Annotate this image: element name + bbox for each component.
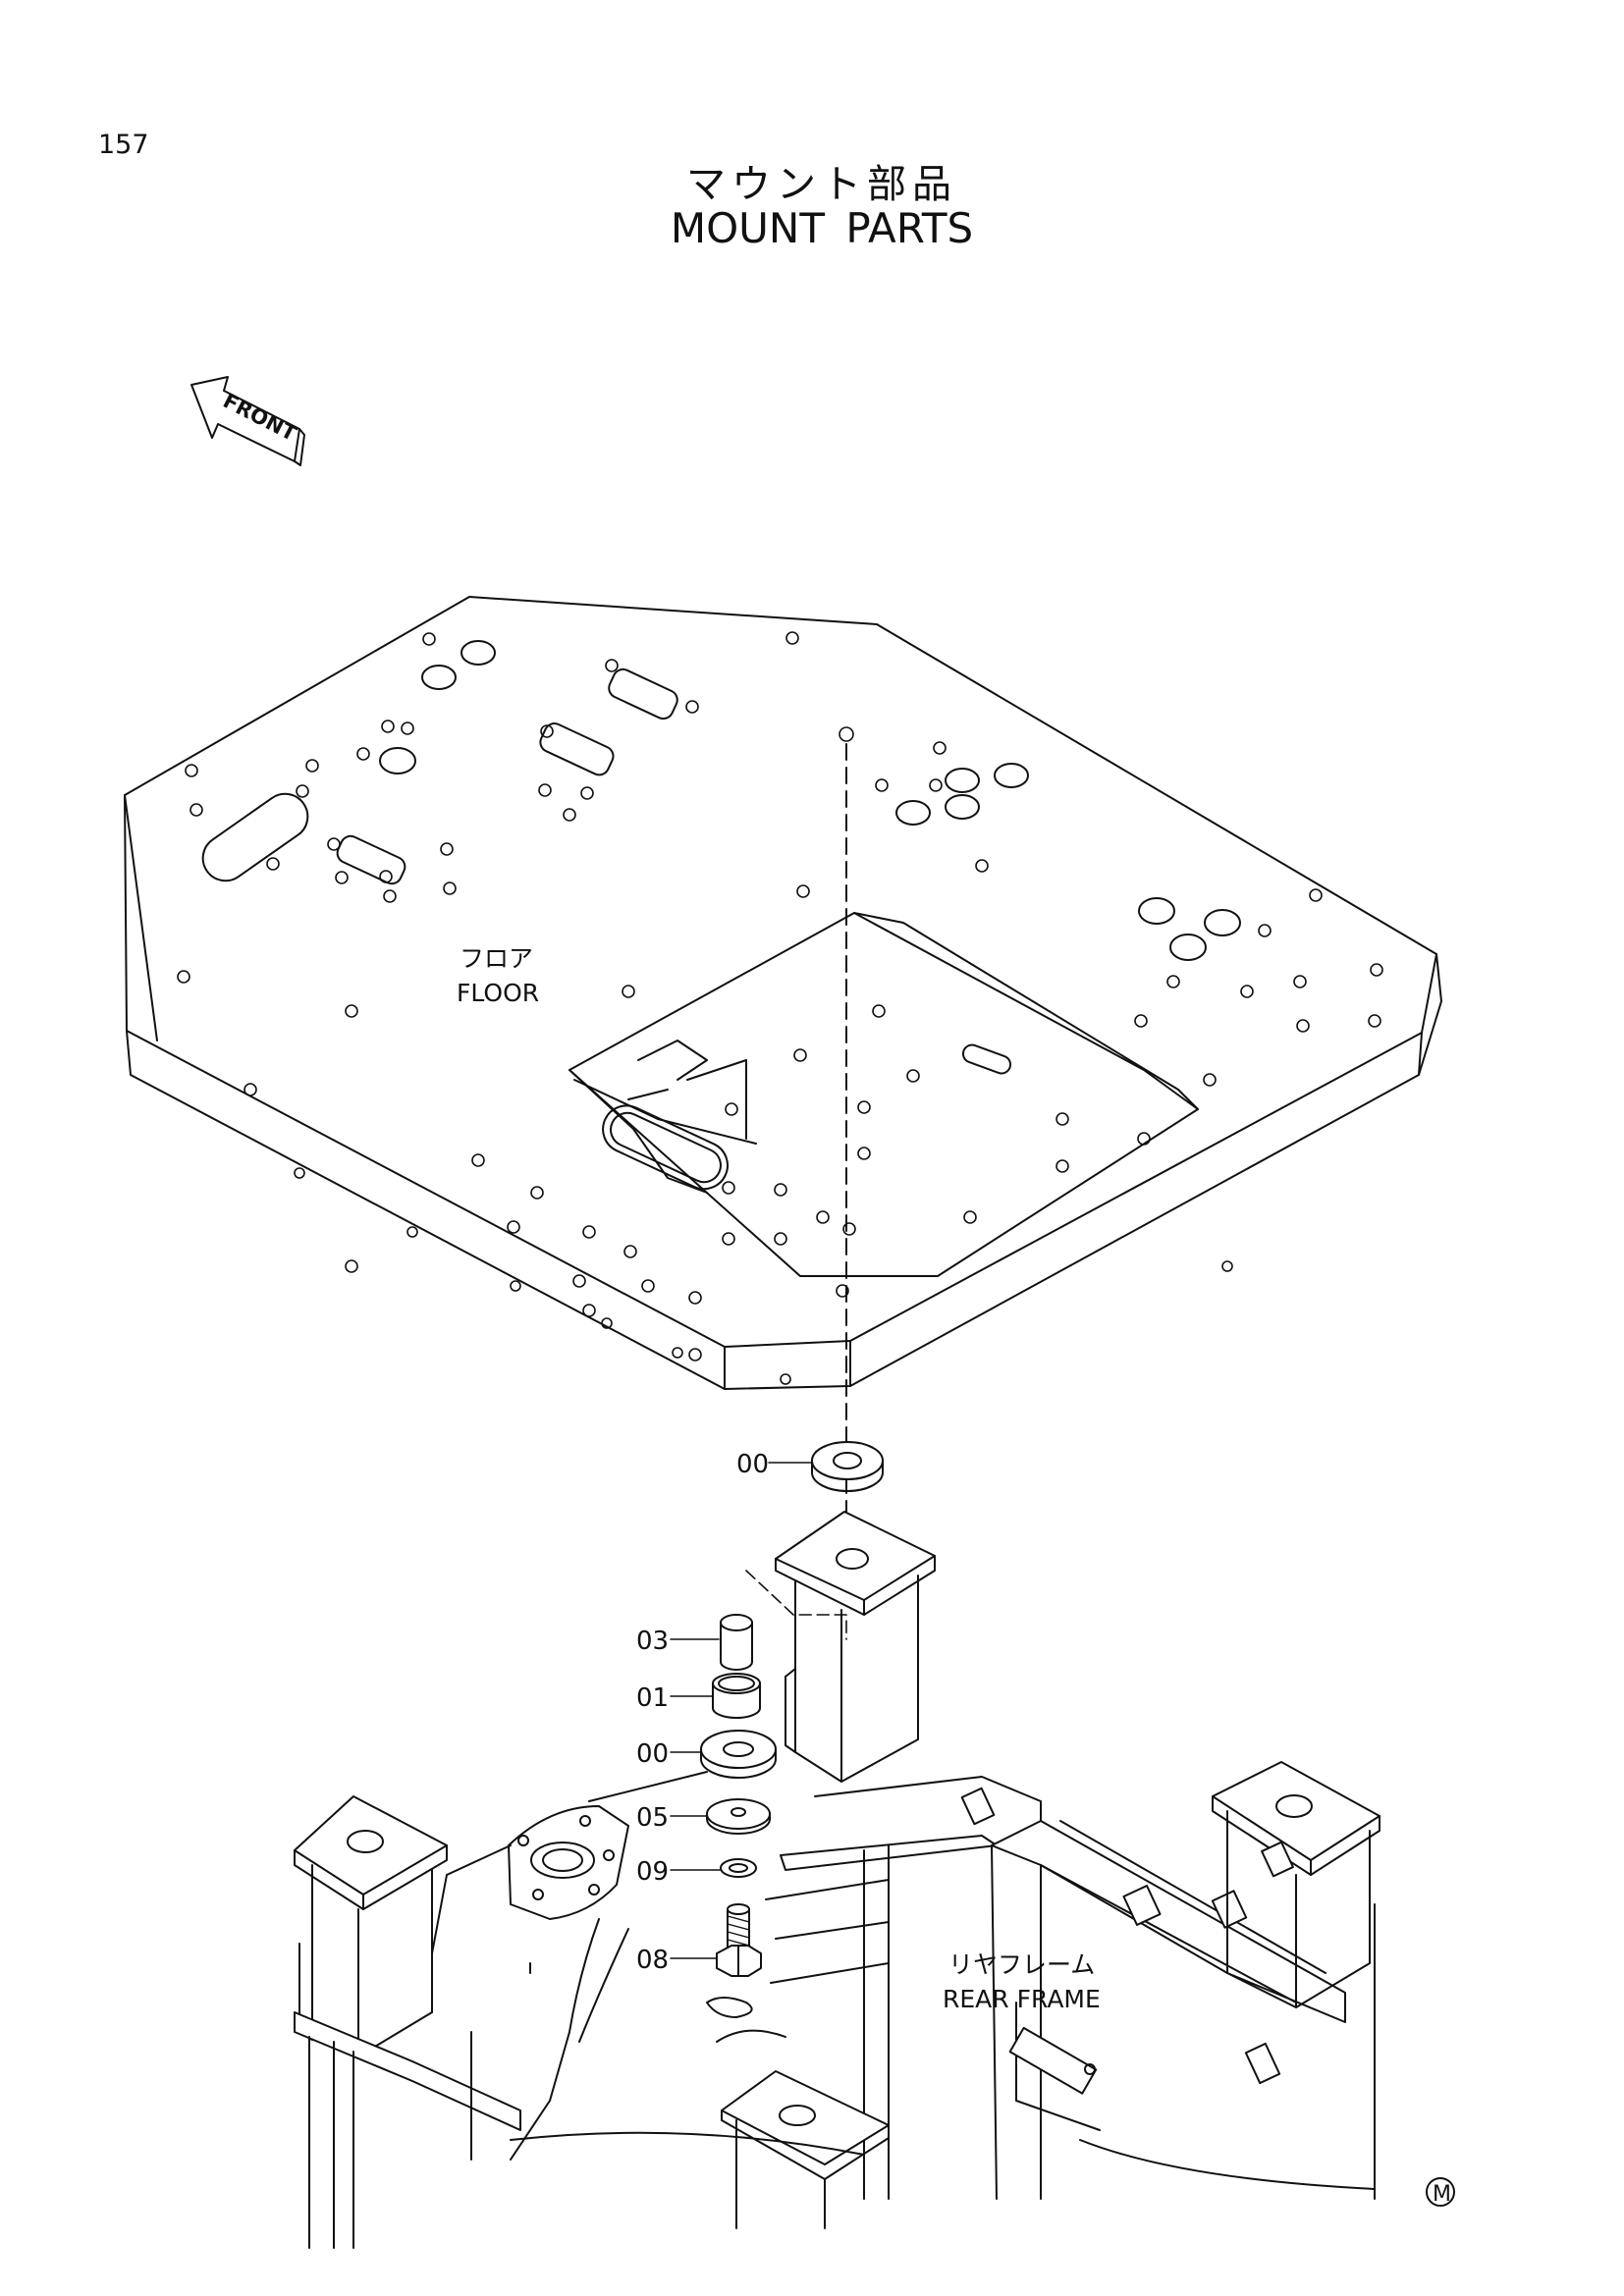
front-arrow-label: FRONT xyxy=(219,389,300,446)
page-title-english: MOUNT PARTS xyxy=(670,204,974,252)
rear-frame-label-english: REAR FRAME xyxy=(943,1985,1101,2013)
bushing-part-01 xyxy=(712,1673,761,1719)
washer-part-05 xyxy=(706,1798,771,1835)
sleeve-part-03 xyxy=(720,1614,753,1671)
callout-label-08: 08 xyxy=(636,1946,669,1975)
rear-frame-label-japanese: リヤフレーム xyxy=(948,1950,1095,1979)
washer-part-00-lower xyxy=(700,1730,777,1779)
floor-label-japanese: フロア xyxy=(460,944,533,973)
front-arrow-icon xyxy=(190,376,300,462)
rear-frame xyxy=(294,1761,1380,2249)
page-number: 157 xyxy=(98,130,149,160)
mount-pedestal xyxy=(775,1511,936,1783)
floor-plate xyxy=(124,596,1442,1390)
washer-part-00-top xyxy=(811,1441,884,1492)
callout-label-00-lower: 00 xyxy=(636,1739,669,1769)
footer-mark-letter: M xyxy=(1433,2182,1451,2207)
bolt-part-08 xyxy=(716,1903,762,1977)
footer-mark: M xyxy=(1426,2177,1455,2207)
callout-leaders xyxy=(670,1462,812,1959)
callout-label-05: 05 xyxy=(636,1803,669,1833)
washer-part-09 xyxy=(720,1858,757,1878)
callout-label-00-top: 00 xyxy=(736,1450,769,1479)
callout-label-03: 03 xyxy=(636,1627,669,1656)
floor-label-english: FLOOR xyxy=(457,979,539,1007)
page-title-japanese: マウント部品 xyxy=(686,162,957,207)
callout-label-09: 09 xyxy=(636,1857,669,1887)
front-arrow: FRONT xyxy=(190,376,305,466)
callout-label-01: 01 xyxy=(636,1683,669,1713)
